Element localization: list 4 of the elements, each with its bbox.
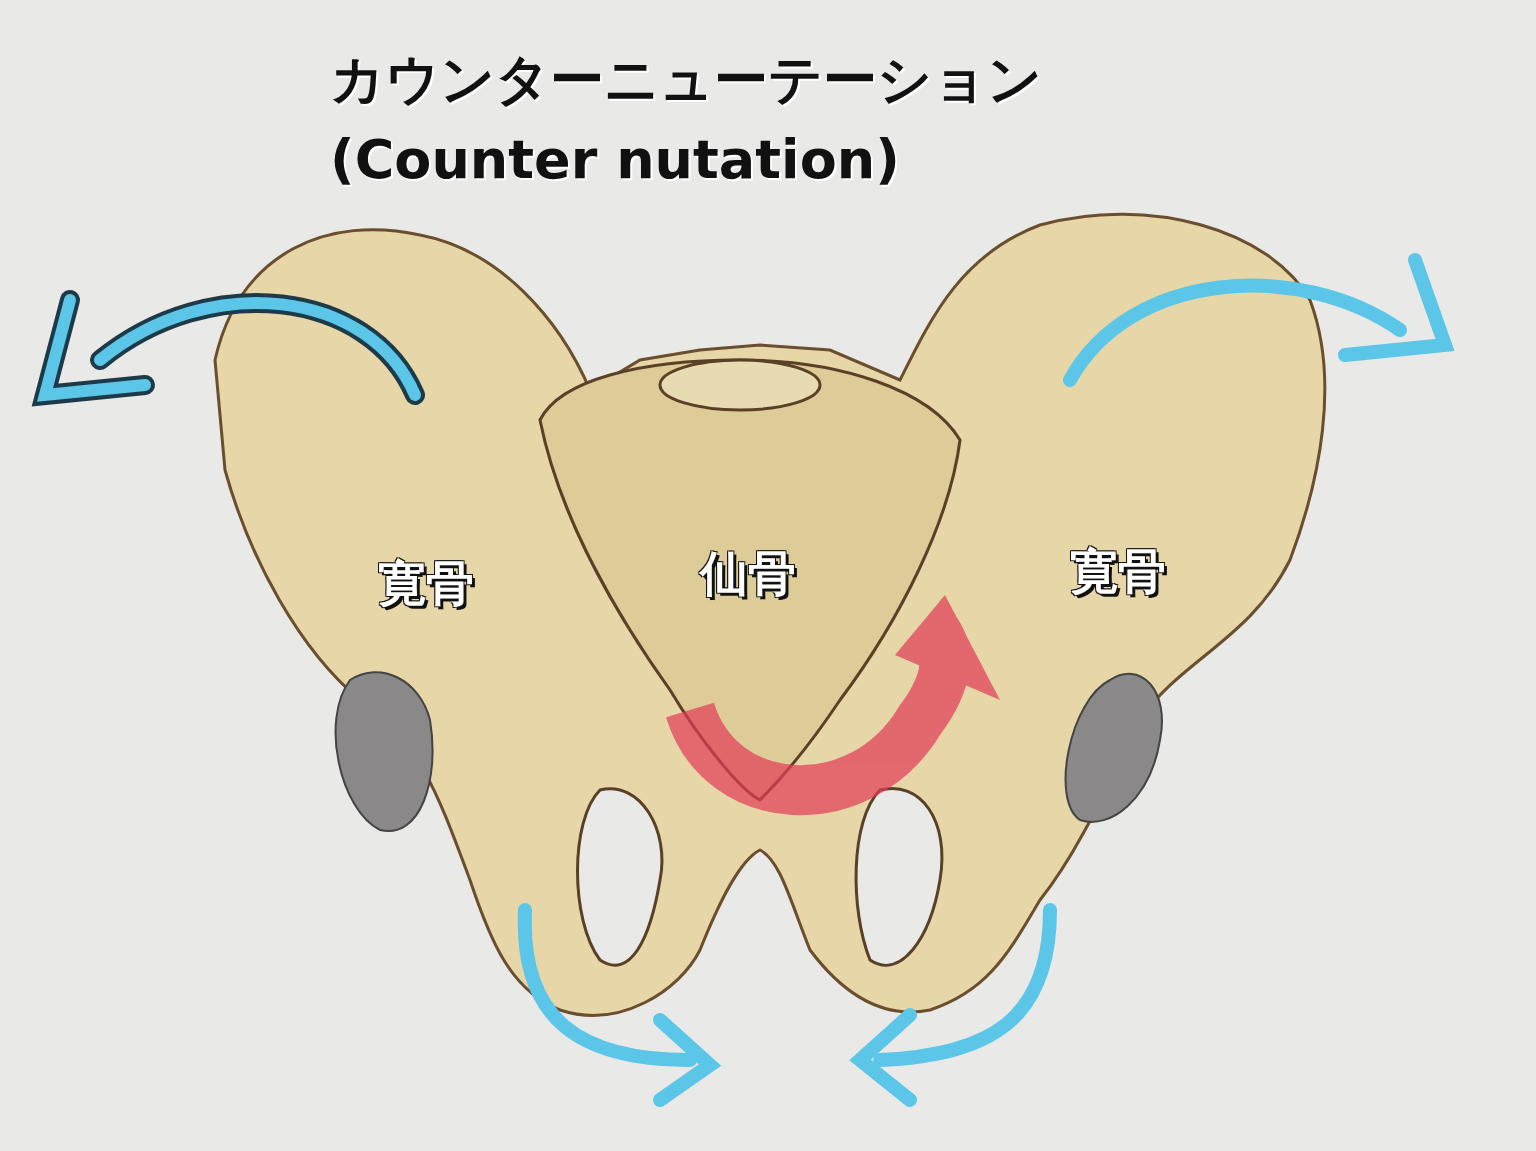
diagram-title: カウンターニューテーション (Counter nutation) — [330, 47, 1043, 193]
bone-label: 寛骨 — [1070, 542, 1166, 601]
bone-label: 仙骨 — [700, 544, 796, 603]
bone-label: 寛骨 — [378, 554, 474, 613]
